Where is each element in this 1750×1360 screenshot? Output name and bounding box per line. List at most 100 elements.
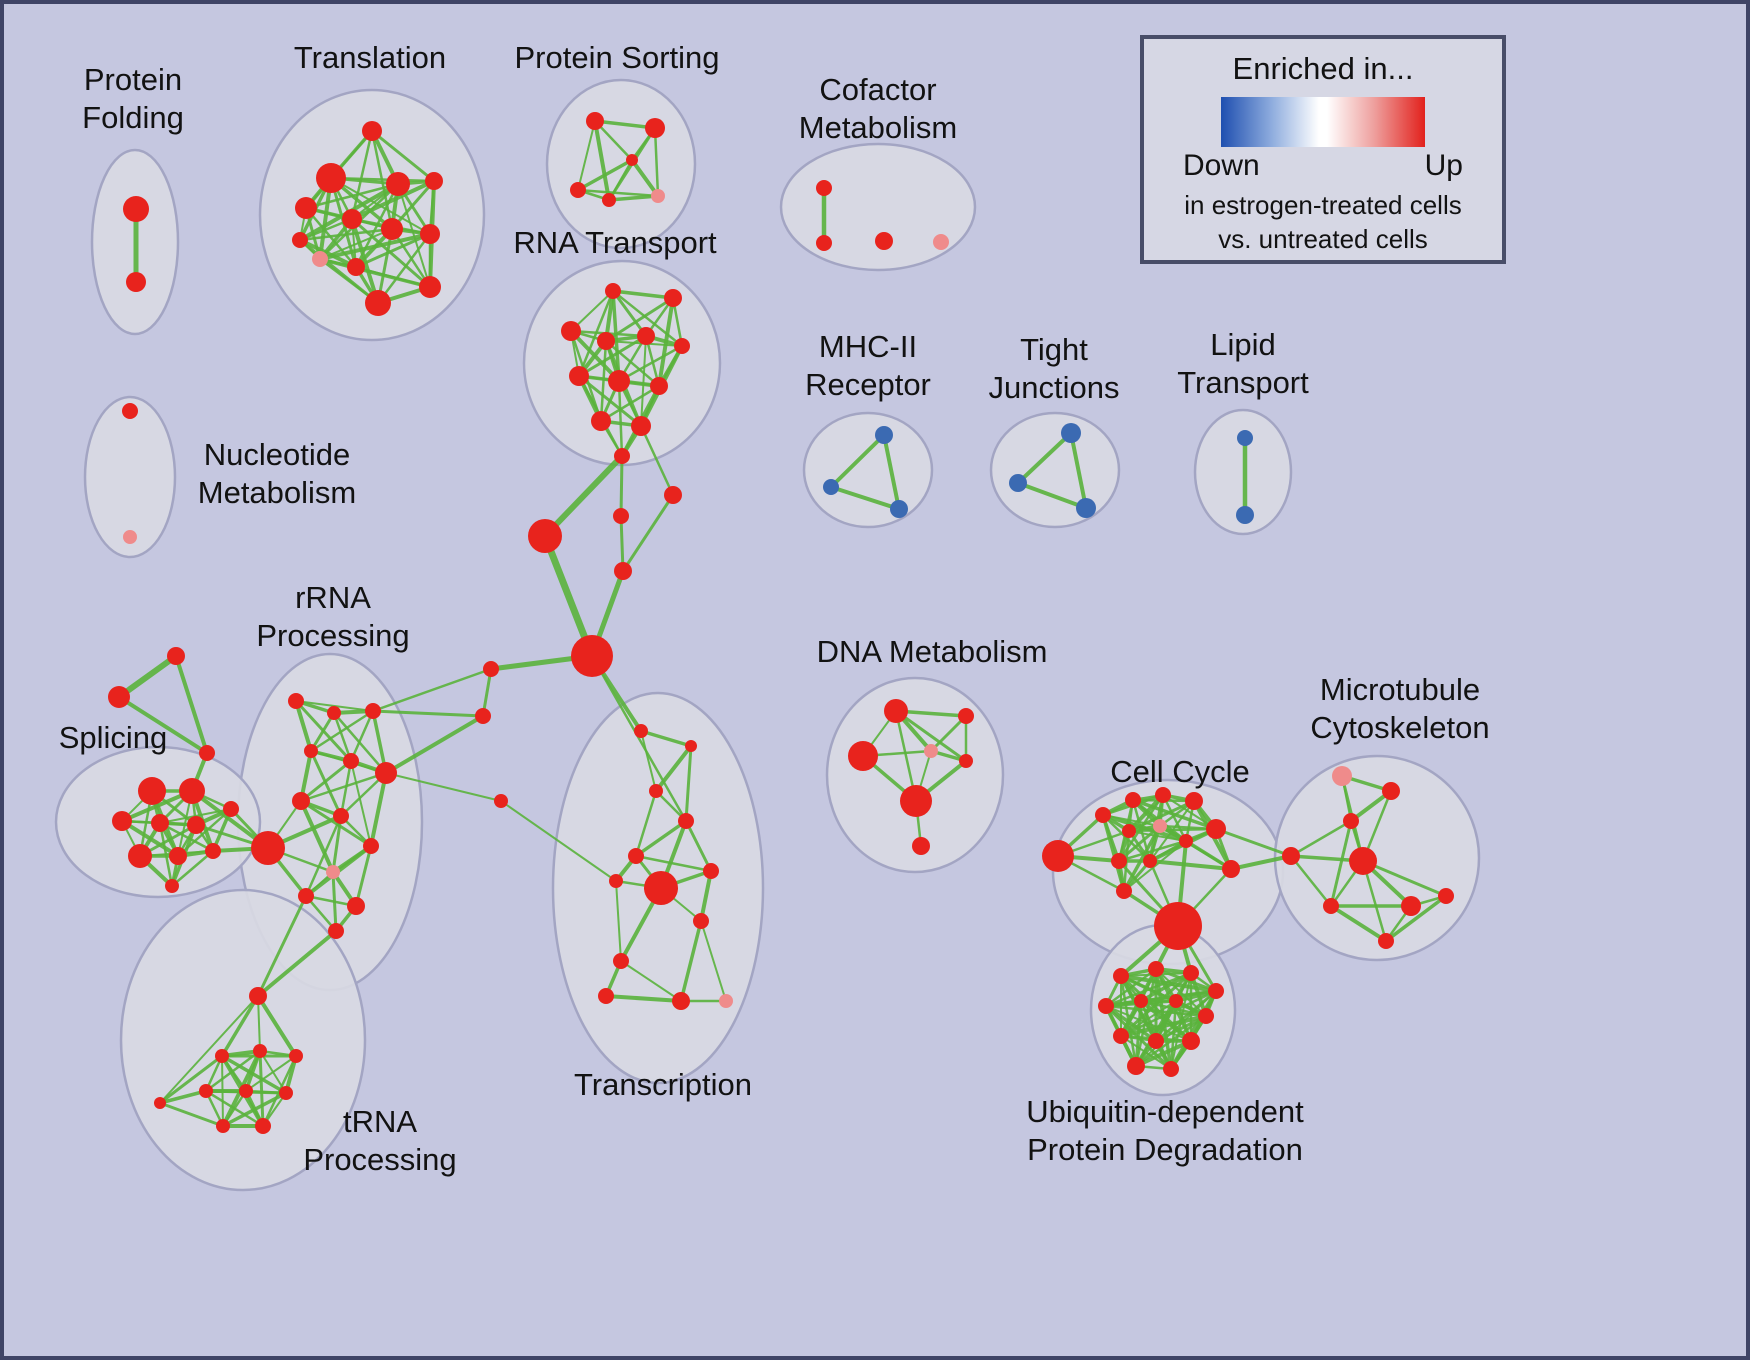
edge-ub5-ub10 [1104,1004,1158,1043]
edge-fr6-rr3 [371,667,493,713]
edge-ps2-ps5 [653,126,660,198]
node-rt9 [650,377,668,395]
edge-ps1-ps2 [593,119,657,130]
node-tn3 [253,1044,267,1058]
edge-mh1-mh3 [882,433,901,511]
node-sp3 [112,811,132,831]
edge-tr10-tr12 [355,266,431,288]
node-sp10 [165,879,179,893]
node-sp6 [223,801,239,817]
edge-tx9-tx13 [700,920,727,1002]
cluster-label-lipid-transport: Transport [1177,365,1309,400]
node-cc5 [1185,792,1203,810]
edge-ub7-ub13 [1169,999,1178,1071]
edge-cc12-mc4 [1229,854,1293,871]
node-ps5 [651,189,665,203]
node-dm5 [959,754,973,768]
node-ps1 [586,112,604,130]
edge-mc3-mc9 [1329,819,1353,908]
node-tr7 [381,218,403,240]
node-lt1 [1237,430,1253,446]
edge-mc3-mc4 [1289,819,1353,858]
edge-cc11-cc12 [1148,859,1233,871]
node-rt2 [664,289,682,307]
cluster-label-splicing: Splicing [59,720,168,755]
node-ub9 [1113,1028,1129,1044]
cluster-label-mhc-ii-receptor: MHC-II [819,329,917,364]
node-ps3 [570,182,586,198]
edge-tn1-tn2 [220,994,260,1058]
edge-rr11-rr13 [354,844,373,908]
cluster-label-mhc-ii-receptor: Receptor [805,367,931,402]
node-tx12 [672,992,690,1010]
edge-rt9-rt10 [599,384,661,423]
edge-ub7-ub9 [1120,1000,1177,1037]
node-mc1 [1332,766,1352,786]
node-nu2 [123,530,137,544]
node-tn1 [249,987,267,1005]
edge-tj1-tj2 [1016,431,1073,485]
edge-rr14-tn1 [256,929,338,998]
node-ub2 [1148,961,1164,977]
node-dm1 [884,699,908,723]
node-tr13 [292,232,308,248]
node-fr13 [199,745,215,761]
node-ub12 [1127,1057,1145,1075]
edge-rt5-rt11 [640,335,647,427]
node-ub11 [1182,1032,1200,1050]
node-ub3 [1183,965,1199,981]
edge-tx2-tx4 [684,744,693,823]
edge-mc4-mc9 [1289,854,1333,908]
edge-rt12-fr1 [542,453,625,539]
edge-tx3-tx5 [634,789,658,858]
edge-cc8-cc10 [1117,824,1162,863]
node-lt2 [1236,506,1254,524]
edge-rr3-rr4 [309,709,375,753]
node-tn4 [289,1049,303,1063]
node-ub7 [1169,994,1183,1008]
node-dm4 [924,744,938,758]
edge-tr3-tr4 [304,182,400,210]
node-fr1 [528,519,562,553]
edge-ub1-ub4 [1119,974,1218,993]
edge-tr8-tr10 [354,232,432,269]
node-tn2 [215,1049,229,1063]
node-rt11 [631,416,651,436]
node-fr7 [475,708,491,724]
node-rt6 [674,338,690,354]
edge-cc5-cc7 [1127,799,1196,833]
edge-rt1-rt6 [611,289,684,348]
node-sp7 [128,844,152,868]
cluster-label-rna-transport: RNA Transport [513,225,717,260]
edge-fr5-tx4 [590,654,688,823]
edge-fr1-fr5 [541,532,596,660]
node-rr10 [326,865,340,879]
node-tx3 [649,784,663,798]
node-mc3 [1343,813,1359,829]
cluster-label-trna-processing: tRNA [343,1104,417,1139]
edge-tn5-tn10 [158,1089,208,1105]
node-tx11 [598,988,614,1004]
cluster-ellipse-trna-processing [119,888,367,1192]
node-cc11 [1143,854,1157,868]
cluster-label-protein-sorting: Protein Sorting [514,40,719,75]
node-fr12 [108,686,130,708]
edge-tr2-tr5 [329,176,436,183]
node-ub10 [1148,1033,1164,1049]
edge-rr8-rr12 [304,814,343,898]
edge-fr11-fr13 [174,654,209,755]
edge-mc5-mc7 [1361,859,1448,898]
node-rt8 [608,370,630,392]
node-tx9 [693,913,709,929]
edge-rr12-tn1 [256,894,308,998]
cluster-label-tight-junctions: Tight [1020,332,1088,367]
edge-rr5-rr11 [350,760,372,847]
edge-rr5-rr8 [339,759,353,818]
node-mc2 [1382,782,1400,800]
edge-rt6-rt8 [617,344,684,383]
node-mc4 [1282,847,1300,865]
edge-ps3-ps6 [576,158,634,192]
cluster-label-cofactor-metabolism: Cofactor [819,72,936,107]
edge-cc4-cc7 [1127,793,1165,833]
